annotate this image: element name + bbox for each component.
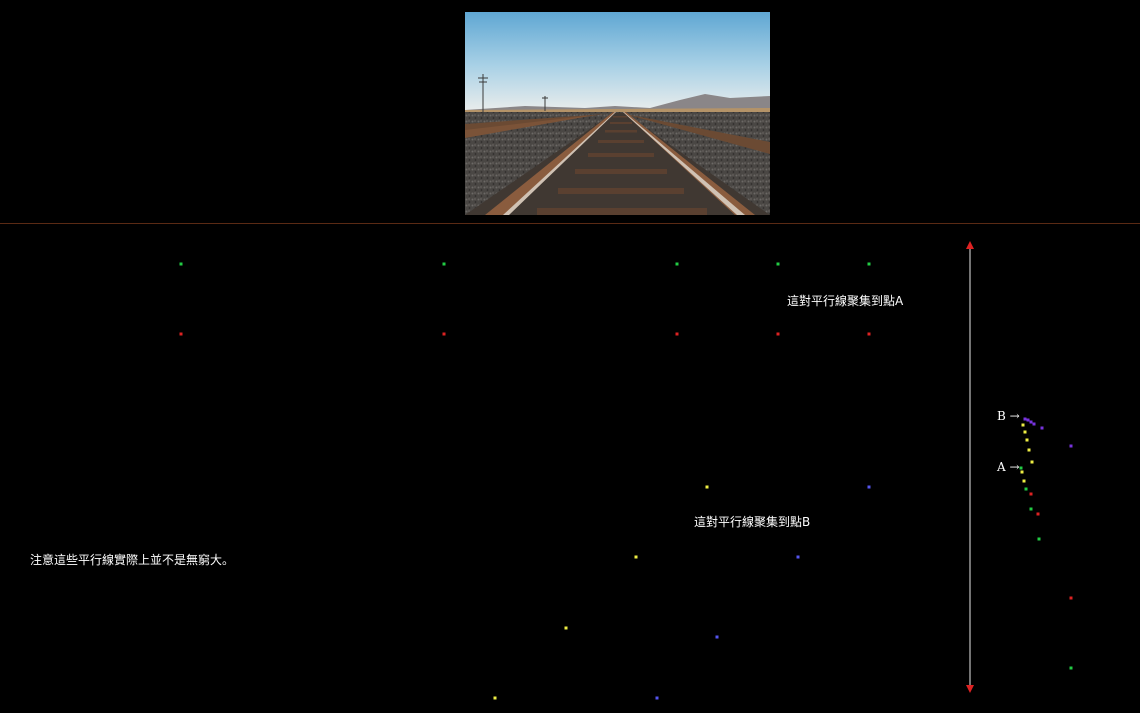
side-purple-dot: [1023, 417, 1027, 421]
side-yellow-dot: [1025, 438, 1029, 442]
side-green-dot: [1069, 666, 1073, 670]
green-line-dot: [442, 262, 446, 266]
label-converge-b: 這對平行線聚集到點B: [694, 515, 811, 529]
yellow-line-dot: [634, 555, 638, 559]
side-green-dot: [1024, 487, 1028, 491]
blue-line-dot: [796, 555, 800, 559]
yellow-line-dot: [705, 485, 709, 489]
side-purple-dot: [1069, 444, 1073, 448]
side-yellow-dot: [1023, 430, 1027, 434]
blue-line-dot: [715, 635, 719, 639]
blue-line-dot: [655, 696, 659, 700]
green-line-dot: [776, 262, 780, 266]
side-green-dot: [1037, 537, 1041, 541]
red-line-dot: [179, 332, 183, 336]
section-divider: [0, 223, 1140, 224]
side-red-dot: [1029, 492, 1033, 496]
side-yellow-dot: [1027, 448, 1031, 452]
side-red-dot: [1069, 596, 1073, 600]
side-green-dot: [1029, 507, 1033, 511]
side-yellow-dot: [1020, 470, 1024, 474]
side-purple-dot: [1026, 418, 1030, 422]
side-yellow-dot: [1021, 423, 1025, 427]
red-line-dot: [776, 332, 780, 336]
axis-arrow-down: [966, 685, 974, 693]
green-line-dot: [867, 262, 871, 266]
side-yellow-dot: [1030, 460, 1034, 464]
red-line-dot: [867, 332, 871, 336]
side-green-dot: [1019, 466, 1023, 470]
axis-arrow-up: [966, 241, 974, 249]
red-line-dot: [675, 332, 679, 336]
green-line-dot: [179, 262, 183, 266]
side-yellow-dot: [1022, 479, 1026, 483]
label-point-b: B →: [997, 409, 1020, 423]
label-note: 注意這些平行線實際上並不是無窮大。: [30, 553, 235, 567]
green-line-dot: [675, 262, 679, 266]
label-point-a: A →: [997, 460, 1020, 474]
blue-line-dot: [867, 485, 871, 489]
red-line-dot: [442, 332, 446, 336]
railway-track-photo: [465, 12, 770, 215]
side-purple-dot: [1040, 426, 1044, 430]
yellow-line-dot: [564, 626, 568, 630]
label-converge-a: 這對平行線聚集到點A: [787, 294, 904, 308]
side-purple-dot: [1032, 422, 1036, 426]
side-purple-dot: [1029, 420, 1033, 424]
side-red-dot: [1036, 512, 1040, 516]
yellow-line-dot: [493, 696, 497, 700]
